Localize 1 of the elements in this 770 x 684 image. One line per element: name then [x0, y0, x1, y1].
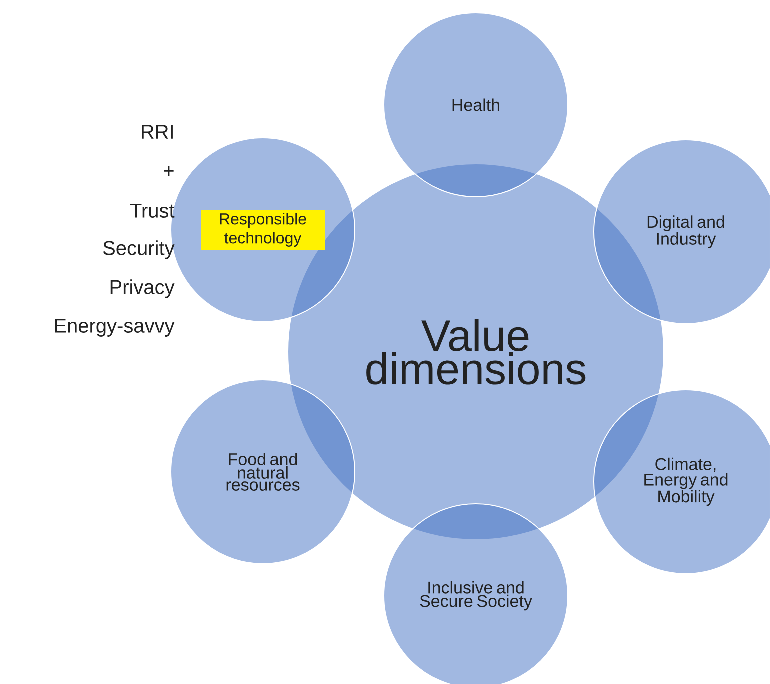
side-label: RRI: [142, 125, 173, 139]
